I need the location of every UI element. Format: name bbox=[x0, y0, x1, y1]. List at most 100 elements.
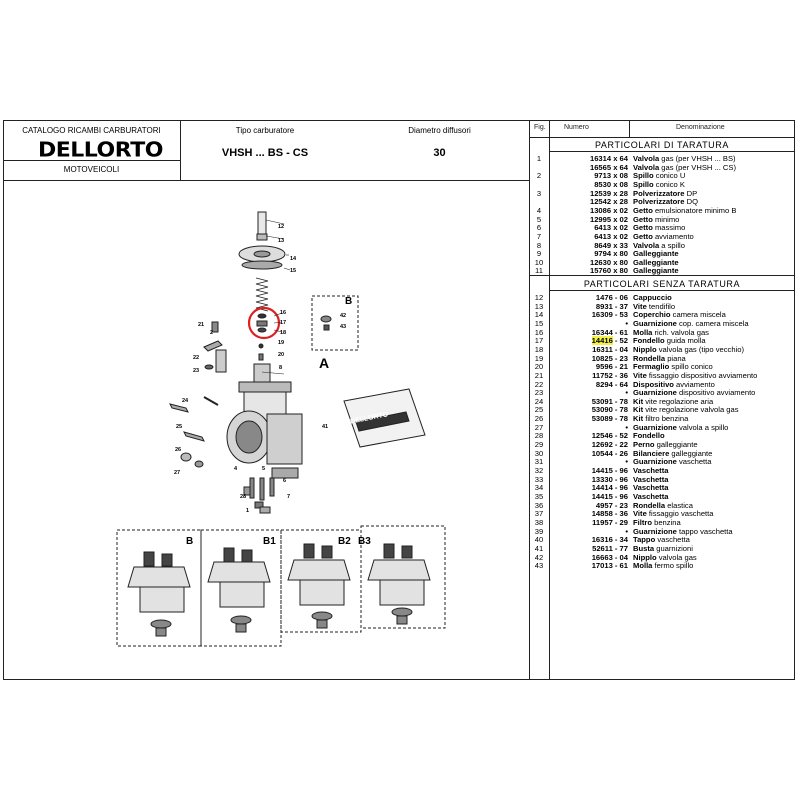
row-fig: 34 bbox=[534, 483, 544, 493]
row-fig: 21 bbox=[534, 370, 544, 380]
row-fig: 41 bbox=[534, 543, 544, 553]
row-fig: 8 bbox=[536, 240, 542, 250]
table-row: 23•Guarnizione dispositivo avviamento bbox=[529, 388, 795, 398]
callout-label: 17 bbox=[280, 320, 287, 326]
inset-b-frame bbox=[311, 295, 359, 351]
row-fig: 39 bbox=[534, 526, 544, 536]
tipo-value: VHSH ... BS - CS bbox=[221, 147, 309, 159]
row-fig: 13 bbox=[534, 301, 544, 311]
row-number: 12630 x 80 bbox=[589, 257, 628, 267]
callout-label: 2 bbox=[210, 330, 214, 336]
row-denominazione: Vaschetta bbox=[633, 474, 669, 484]
row-number: 13086 x 02 bbox=[589, 205, 628, 215]
row-denominazione: Guarnizione tappo vaschetta bbox=[633, 526, 733, 536]
section-divider bbox=[529, 275, 795, 276]
row-denominazione: Vite fissaggio vaschetta bbox=[633, 509, 714, 519]
row-denominazione: Fermaglio spillo conico bbox=[633, 362, 713, 372]
part-molla bbox=[255, 277, 269, 312]
row-fig: 33 bbox=[534, 474, 544, 484]
row-denominazione: Guarnizione dispositivo avviamento bbox=[633, 388, 756, 398]
row-number: 14416 - 52 bbox=[591, 336, 628, 346]
callout-label: 28 bbox=[240, 494, 247, 500]
row-denominazione: Valvola gas (per VHSH ... BS) bbox=[633, 154, 736, 163]
row-denominazione: Guarnizione vaschetta bbox=[633, 457, 712, 467]
row-fig: 22 bbox=[534, 379, 544, 389]
row-fig: 2 bbox=[536, 171, 542, 181]
row-denominazione: Kit vite regolazione aria bbox=[633, 396, 714, 406]
callout-label: 24 bbox=[182, 398, 189, 404]
row-denominazione: Cappuccio bbox=[633, 293, 672, 302]
col-fig-rule bbox=[549, 120, 550, 680]
row-denominazione: Vite tendifilo bbox=[633, 301, 676, 311]
row-denominazione: Getto minimo bbox=[633, 214, 680, 224]
exploded-diagram bbox=[116, 211, 446, 647]
row-number: 14415 - 96 bbox=[591, 466, 628, 475]
row-number: 16311 - 04 bbox=[592, 344, 628, 354]
row-fig: 1 bbox=[536, 154, 542, 163]
row-fig: 27 bbox=[534, 422, 544, 432]
callout-label: 23 bbox=[193, 368, 200, 374]
row-fig: 36 bbox=[534, 500, 544, 510]
diametro-value: 30 bbox=[433, 147, 446, 159]
row-denominazione: Vaschetta bbox=[633, 466, 669, 475]
row-number: 8294 - 64 bbox=[595, 379, 628, 389]
callout-label: 42 bbox=[340, 313, 347, 319]
row-denominazione: Rondella piana bbox=[633, 353, 686, 363]
row-fig: 40 bbox=[534, 535, 544, 545]
category-label: MOTOVEICOLI bbox=[63, 165, 120, 174]
row-fig: 43 bbox=[534, 561, 544, 571]
row-denominazione: Spillo conico K bbox=[633, 179, 685, 189]
row-number: 14414 - 96 bbox=[591, 483, 628, 493]
row-denominazione: Coperchio camera miscela bbox=[633, 310, 726, 320]
row-denominazione: Polverizzatore DP bbox=[633, 188, 698, 198]
row-number: 16314 x 64 bbox=[589, 154, 628, 163]
row-fig: 37 bbox=[534, 509, 544, 519]
row-denominazione: Galleggiante bbox=[633, 266, 679, 276]
row-fig: 25 bbox=[534, 405, 544, 415]
table-row: 1 16314 x 64 Valvola gas (per VHSH ... BS) bbox=[529, 154, 795, 164]
callout-label: 25 bbox=[176, 424, 183, 430]
row-denominazione: Kit filtro benzina bbox=[633, 414, 689, 424]
row-denominazione: Valvola a spillo bbox=[633, 240, 685, 250]
col-denominazione-header: Denominazione bbox=[676, 124, 725, 131]
row-number: 52611 - 77 bbox=[592, 543, 628, 553]
table-divider bbox=[529, 120, 530, 680]
callout-label: 21 bbox=[198, 322, 205, 328]
row-number: 53089 - 78 bbox=[591, 414, 628, 424]
inset-b-label: B bbox=[345, 296, 353, 307]
row-denominazione: Vaschetta bbox=[633, 491, 669, 501]
row-denominazione: Guarnizione cop. camera miscela bbox=[633, 318, 749, 328]
row-number: • bbox=[625, 422, 628, 432]
row-number: 8931 - 37 bbox=[595, 301, 628, 311]
diametro-label: Diametro diffusori bbox=[408, 126, 471, 135]
row-fig: 5 bbox=[536, 214, 542, 224]
row-fig: 38 bbox=[534, 517, 544, 527]
view-label-b: B bbox=[186, 536, 194, 547]
row-fig: 35 bbox=[534, 491, 544, 501]
row-number: 53091 - 78 bbox=[591, 396, 628, 406]
table-row: 27 • Guarnizione valvola a spillo bbox=[529, 422, 795, 433]
tipo-label: Tipo carburatore bbox=[235, 126, 295, 135]
part-cappuccio bbox=[257, 211, 267, 235]
row-number: 9794 x 80 bbox=[594, 249, 628, 259]
callout-label: 6 bbox=[283, 478, 287, 484]
table-head-rule bbox=[529, 137, 795, 138]
row-denominazione: Guarnizione valvola a spillo bbox=[633, 422, 729, 432]
header-divider-1 bbox=[180, 120, 181, 180]
row-fig: 18 bbox=[534, 344, 544, 354]
callout-label: 8 bbox=[279, 365, 283, 371]
callout-label: 41 bbox=[322, 424, 329, 430]
row-denominazione: Busta guarnizioni bbox=[633, 543, 693, 553]
